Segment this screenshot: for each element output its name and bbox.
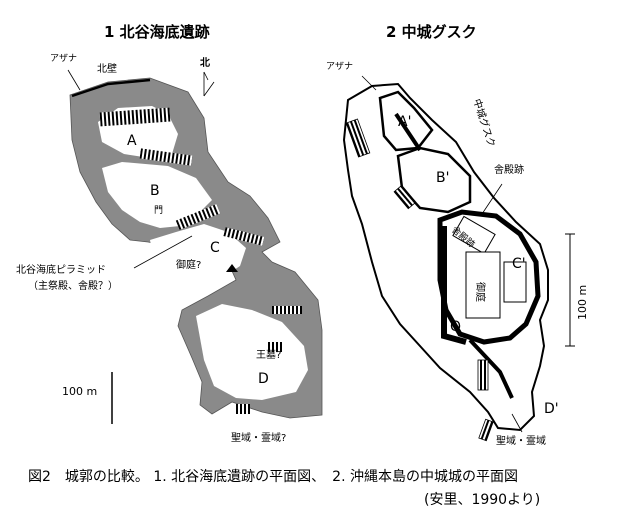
north-label: 北 [200,58,210,69]
inner-wall-black [441,226,467,345]
stairs [478,418,494,442]
stairs [477,359,489,391]
hatched-wall [139,148,193,166]
pyramid-title-label: 北谷海底ピラミッド [16,265,106,276]
north-wall-label: 北壁 [97,64,117,75]
compartment-D-label: D' [544,401,559,417]
miniwa-label: 御庭? [176,260,202,271]
inner-wall-black [468,338,514,399]
azana-pointer [67,69,81,91]
right-azana-label: アザナ [326,62,354,72]
hatched-wall [175,204,221,230]
court-B [102,162,212,228]
left-scale-label: 100 m [62,385,98,398]
hatched-wall [223,227,265,246]
seiiki-pointer [511,413,523,433]
north-wall-line [71,78,151,98]
right-scale-label: 100 m [576,284,589,320]
court-D [196,304,308,400]
court-C-label: C [210,240,220,256]
right-site-plan [342,75,575,442]
shadenato-label: 舎殿跡 [494,165,524,176]
inner-wall-black [394,112,422,152]
shadenato-pointer [481,183,503,215]
triangle-marker [226,264,238,272]
seiden-building [465,251,501,319]
hatched-wall [99,107,171,127]
gate-label: 門 [154,206,164,216]
left-map-title: 1 北谷海底遺跡 [104,23,210,41]
left-azana-label: アザナ [50,54,78,64]
north-arrow-icon [203,71,215,97]
right-map-title: 2 中城グスク [386,23,477,41]
building-c [503,261,527,303]
hatched-wall [268,342,282,352]
oubo-label: 王墓? [256,350,282,361]
pyramid-sub-label: （主祭殿、舎殿？） [28,281,118,292]
stairs [345,118,371,158]
court-A-label: A [127,133,137,149]
seiiki-label: 聖域・霊域? [231,433,287,444]
left-site-plan [67,69,323,424]
compartment-A-label: A' [398,114,412,130]
court-D-label: D [258,371,269,387]
compartment-C-label: C' [512,256,526,272]
Q-label: Q [450,319,462,335]
court-B-label: B [150,183,160,199]
compartment-B-label: B' [436,170,450,186]
seiiki-right-label: 聖域・霊域 [496,436,546,447]
stairs [393,184,417,210]
azana-pointer-right [361,75,377,91]
figure-caption-line1: 図2 城郭の比較。 1. 北谷海底遺跡の平面図、 2. 沖縄本島の中城城の平面図 [28,469,518,485]
compartment-A [378,90,434,152]
hatched-wall [272,306,302,314]
hatched-wall [236,404,250,414]
court-C [150,224,246,296]
figure-caption-line2: (安里、1990より) [424,492,541,508]
pyramid-pointer [133,235,193,269]
shaden-building [452,215,496,255]
miniwa-right-label: 御庭 [474,282,485,302]
